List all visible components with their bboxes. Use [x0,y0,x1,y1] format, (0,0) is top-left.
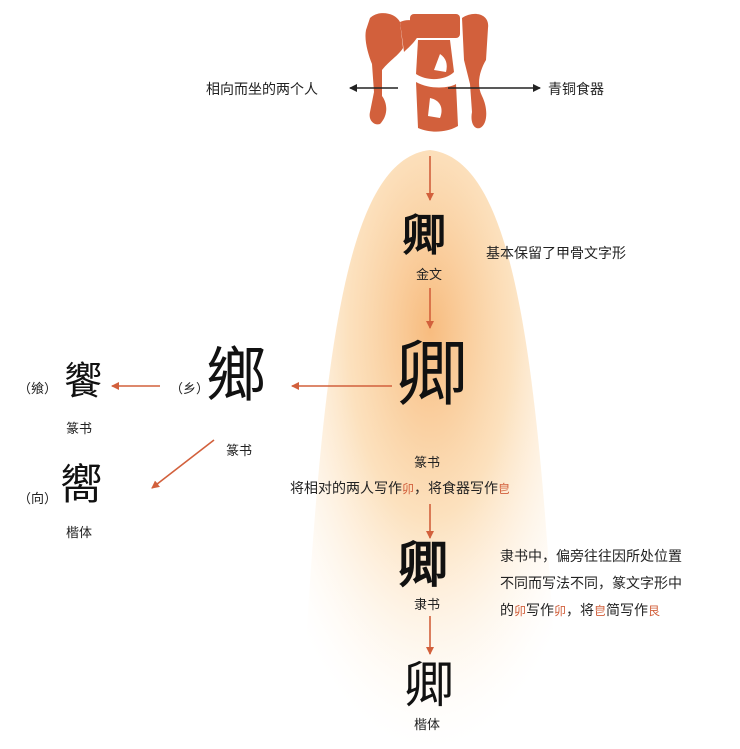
clerical-line3-a: 的 [500,603,514,619]
xiang-kai-glyph: 嚮 [60,460,103,509]
clerical-mark-c: 皀 [594,604,607,618]
clerical-caption: 隶书 [414,598,441,613]
seal-note-b: ，将食器写作 [414,481,499,497]
clerical-line-2: 不同而写法不同，篆文字形中 [500,576,682,592]
xiang-zhuan-glyph: 饗 [64,359,103,403]
arrow-xiang-to-xiang-kai [151,439,215,489]
clerical-line3-b: 写作 [526,603,555,619]
clerical-line3-d: 简写作 [606,603,649,619]
clerical-mark-b: 卯 [554,604,567,618]
oracle-right-label: 青铜食器 [548,82,604,98]
clerical-note: 隶书中，偏旁往往因所处位置 不同而写法不同，篆文字形中 的卯写作卯，将皀简写作艮 [500,544,736,625]
xiang-seal-caption: 篆书 [226,444,253,459]
glow-beam [300,150,560,749]
oracle-bone-glyph [365,13,489,132]
oracle-left-label: 相向而坐的两个人 [206,82,318,98]
clerical-line3-c: ，将 [566,603,595,619]
clerical-glyph: 卿 [398,535,448,594]
xiang-seal-glyph: 鄉 [206,341,266,411]
regular-caption: 楷体 [414,718,441,733]
bronze-caption: 金文 [416,268,443,283]
bronze-glyph: 卿 [402,210,446,261]
clerical-line-1: 隶书中，偏旁往往因所处位置 [500,549,682,565]
seal-main-note: 将相对的两人写作卯，将食器写作皀 [290,478,510,498]
bronze-note: 基本保留了甲骨文字形 [486,246,626,262]
seal-main-caption: 篆书 [414,456,441,471]
regular-glyph: 卿 [404,656,454,714]
seal-mark-people: 卯 [402,482,415,496]
seal-main-glyph: 卿 [396,332,469,416]
xiang-note: （乡） [170,382,210,397]
xiang-zhuan-note: （飨） [18,382,58,397]
clerical-mark-a: 卯 [514,604,527,618]
clerical-mark-d: 艮 [648,604,661,618]
xiang-kai-caption: 楷体 [66,526,93,541]
xiang-zhuan-caption: 篆书 [66,422,93,437]
seal-mark-vessel: 皀 [498,482,511,496]
clerical-line-3: 的卯写作卯，将皀简写作艮 [500,598,736,625]
seal-note-a: 将相对的两人写作 [290,481,402,497]
xiang-kai-note: （向） [18,492,58,507]
